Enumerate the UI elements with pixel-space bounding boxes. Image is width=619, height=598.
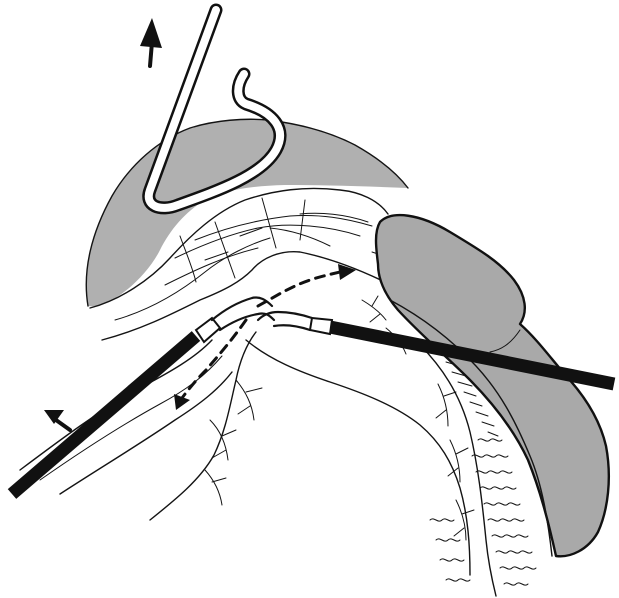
upper-organ (86, 119, 408, 306)
instrument-direction-arrow (44, 410, 70, 430)
retractor-direction-arrow (140, 18, 162, 66)
